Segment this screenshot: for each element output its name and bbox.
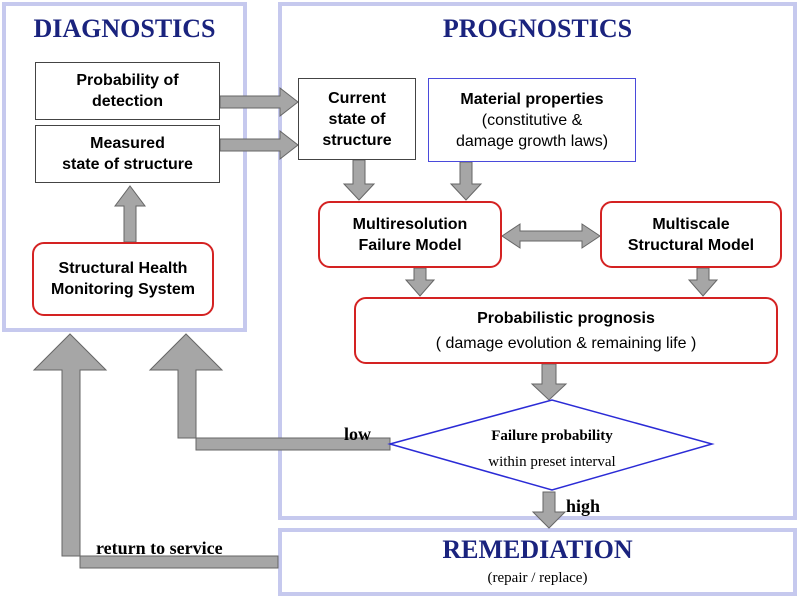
current-state-line-1: Current — [328, 89, 386, 107]
arrow-multires-to-prognosis — [404, 267, 436, 297]
current-state-line-3: structure — [322, 131, 392, 149]
arrow-decision-to-remediation — [531, 491, 567, 529]
probabilistic-prognosis-box: Probabilistic prognosis ( damage evoluti… — [354, 297, 778, 364]
remediation-subtitle: (repair / replace) — [487, 570, 588, 586]
material-properties-box: Material properties (constitutive & dama… — [428, 78, 636, 162]
probability-of-detection-line-2: detection — [91, 93, 164, 110]
diagnostics-title: DIAGNOSTICS — [33, 14, 216, 43]
current-state-line-2: state of — [328, 110, 386, 128]
multiscale-line-2: Structural Model — [627, 236, 755, 254]
measured-state-box: Measured state of structure — [35, 125, 220, 183]
material-properties-line-2: (constitutive & — [481, 111, 583, 129]
probability-of-detection-line-1: Probability of — [76, 72, 179, 89]
multiresolution-line-2: Failure Model — [358, 236, 462, 254]
multiresolution-model-box: Multiresolution Failure Model — [318, 201, 502, 268]
arrow-shm-to-measured — [114, 185, 146, 243]
multiresolution-line-1: Multiresolution — [352, 215, 468, 233]
prognosis-subtitle: ( damage evolution & remaining life ) — [435, 334, 697, 352]
label-low: low — [344, 424, 371, 444]
shm-system-line-1: Structural Health — [58, 260, 188, 277]
current-state-box: Current state of structure — [298, 78, 416, 160]
measured-state-line-1: Measured — [90, 135, 165, 152]
arrow-detection-to-current — [219, 86, 299, 118]
remediation-title: REMEDIATION — [442, 535, 633, 564]
prognosis-title: Probabilistic prognosis — [477, 309, 655, 327]
prognostics-title: PROGNOSTICS — [442, 14, 633, 43]
decision-title: Failure probability — [491, 428, 613, 444]
measured-state-line-2: state of structure — [62, 156, 193, 173]
arrow-material-to-multires — [449, 161, 483, 201]
multiscale-line-1: Multiscale — [652, 215, 730, 233]
material-properties-line-3: damage growth laws) — [455, 132, 609, 150]
arrow-multiscale-to-prognosis — [687, 267, 719, 297]
material-properties-title: Material properties — [460, 90, 604, 108]
arrow-current-to-multires — [342, 159, 376, 201]
probability-of-detection-box: Probability of detection — [35, 62, 220, 120]
arrow-prognosis-to-decision — [530, 363, 568, 401]
label-high: high — [566, 496, 601, 516]
arrow-return-feedback — [32, 333, 279, 569]
multiscale-model-box: Multiscale Structural Model — [600, 201, 782, 268]
decision-subtitle: within preset interval — [488, 454, 616, 470]
shm-system-box: Structural Health Monitoring System — [32, 242, 214, 316]
arrow-low-feedback — [148, 333, 391, 451]
shm-system-line-2: Monitoring System — [50, 281, 195, 298]
remediation-panel — [278, 528, 797, 596]
arrow-measured-to-current — [219, 129, 299, 161]
label-return-to-service: return to service — [96, 538, 223, 558]
